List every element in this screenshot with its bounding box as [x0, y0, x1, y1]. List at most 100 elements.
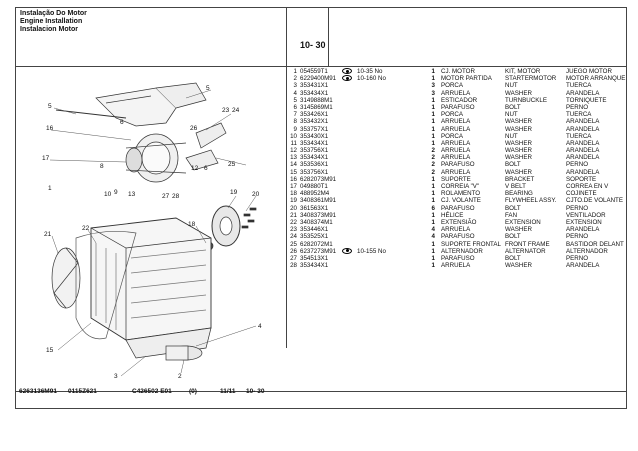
description-en: WASHER [505, 154, 532, 162]
part-number: 353756X1 [300, 147, 329, 155]
description-es: VENTILADOR [566, 211, 606, 219]
description-en: BOLT [505, 161, 521, 169]
part-number: 353525X1 [300, 233, 329, 241]
description-es: COJINETE [566, 190, 597, 198]
reference: 10-35 No [357, 68, 383, 75]
callout-21: 21 [44, 231, 52, 238]
description-en: FAN [505, 211, 518, 219]
callout-5: 5 [48, 103, 52, 110]
quantity: 1 [431, 190, 435, 198]
description-pt: PARAFUSO [441, 204, 475, 212]
item-number: 16 [290, 175, 297, 183]
description-es: PERNO [566, 233, 589, 241]
description-es: TUERCA [566, 82, 592, 90]
reference: 10-155 No [357, 247, 386, 255]
part-number: 361563X1 [300, 204, 329, 212]
title-spanish: Instalacion Motor [20, 26, 78, 33]
description-en: TURNBUCKLE [505, 96, 547, 104]
part-number: 353434X1 [300, 139, 329, 147]
engine-exploded-diagram: 5 16 17 1 8 10 9 13 27 28 12 6 6 5 23 24… [42, 82, 262, 380]
quantity: 2 [431, 154, 435, 162]
item-number: 24 [290, 233, 297, 241]
part-number: 3145869M1 [300, 103, 333, 111]
callout-10: 8 [100, 163, 104, 170]
footer-divider [16, 391, 626, 392]
description-en: BOLT [505, 204, 521, 212]
description-pt: ESTICADOR [441, 96, 478, 104]
description-pt: ARRUELA [441, 89, 471, 97]
description-en: WASHER [505, 89, 532, 97]
quantity: 1 [431, 103, 435, 111]
description-pt: SUPORTE FRONTAL [441, 240, 501, 248]
description-pt: SUPORTE [441, 175, 471, 183]
reference-eye-icon [342, 75, 352, 82]
description-en: V BELT [505, 183, 526, 190]
part-number: 353426X1 [300, 111, 329, 119]
callout-25: 25 [228, 161, 236, 168]
quantity: 2 [431, 161, 435, 169]
title-english: Engine Installation [20, 18, 83, 25]
item-number: 21 [290, 211, 297, 219]
reference-eye-icon [342, 68, 352, 74]
item-number: 3 [293, 82, 297, 90]
part-number: 354513X1 [300, 254, 329, 262]
description-en: NUT [505, 132, 518, 140]
description-pt: ARRUELA [441, 125, 471, 133]
quantity: 1 [431, 175, 435, 183]
description-es: PERNO [566, 103, 589, 111]
quantity: 2 [431, 168, 435, 176]
description-es: JUEGO MOTOR [566, 68, 612, 75]
callout-17: 15 [46, 347, 54, 354]
callout-20: 20 [252, 191, 260, 198]
quantity: 1 [431, 211, 435, 219]
description-en: BOLT [505, 254, 521, 262]
part-number: 6282072M1 [300, 240, 333, 248]
item-number: 17 [290, 183, 297, 190]
description-es: ARANDELA [566, 147, 600, 155]
quantity: 2 [431, 147, 435, 155]
part-number: 353536X1 [300, 161, 329, 169]
quantity: 1 [431, 218, 435, 226]
item-number: 18 [290, 190, 297, 198]
footer-code-3: C426502 E01 [132, 388, 172, 395]
header-divider [286, 8, 287, 66]
description-es: BASTIDOR DELANT [566, 240, 624, 248]
description-en: BEARING [505, 190, 533, 198]
description-es: ARANDELA [566, 139, 600, 147]
part-number: 6229400M91 [300, 75, 337, 83]
description-en: WASHER [505, 262, 532, 270]
part-number: 353756X1 [300, 168, 329, 176]
footer-code-4: (0) [189, 388, 197, 395]
part-number: 353431X1 [300, 82, 329, 90]
description-pt: PARAFUSO [441, 161, 475, 169]
description-en: FRONT FRAME [505, 240, 550, 248]
description-en: BRACKET [505, 175, 535, 183]
description-pt: CORREIA "V" [441, 183, 480, 190]
part-number: 353434X1 [300, 89, 329, 97]
callout-23: 23 [222, 107, 230, 114]
description-es: TORNIQUETE [566, 96, 607, 104]
callout-12: 10 [104, 191, 112, 198]
description-es: TUERCA [566, 111, 592, 119]
quantity: 1 [431, 240, 435, 248]
quantity: 4 [431, 226, 435, 234]
quantity: 3 [431, 89, 435, 97]
callout-4: 4 [258, 323, 262, 330]
callout-19: 19 [230, 189, 238, 196]
description-pt: PORCA [441, 111, 464, 119]
callout-8: 6 [204, 165, 208, 172]
description-pt: HÉLICE [441, 211, 464, 219]
description-en: NUT [505, 111, 518, 119]
description-pt: ALTERNADOR [441, 247, 483, 255]
item-number: 23 [290, 226, 297, 234]
description-es: PERNO [566, 254, 589, 262]
callout-11: 9 [114, 189, 118, 196]
item-number: 1 [293, 68, 297, 75]
callout-26: 26 [190, 125, 198, 132]
part-number: 049880T1 [300, 183, 328, 190]
quantity: 1 [431, 75, 435, 83]
description-es: MOTOR ARRANQUE [566, 75, 626, 83]
description-pt: ROLAMENTO [441, 190, 481, 198]
callout-9: 6 [120, 119, 124, 126]
description-pt: ARRUELA [441, 262, 471, 270]
